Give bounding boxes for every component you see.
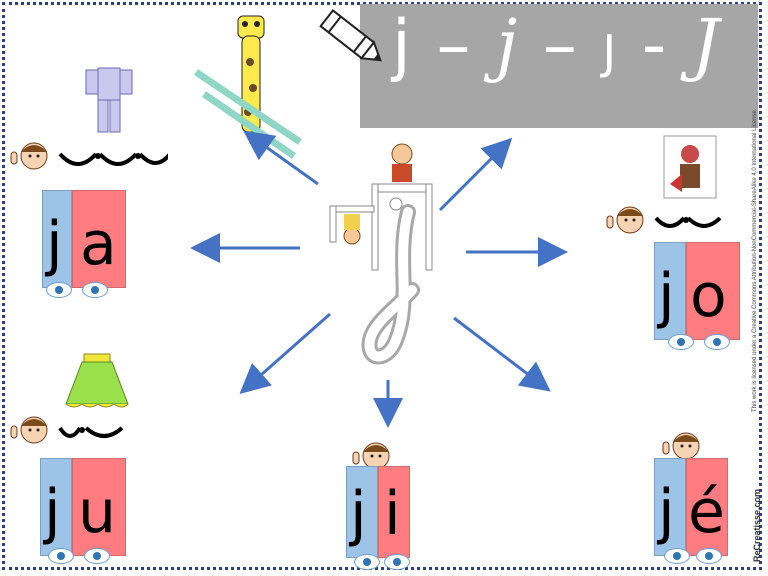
brand-text: ReCreatisse.com	[752, 488, 762, 562]
syllable-vowel: é	[688, 477, 725, 547]
pyjama-icon	[85, 67, 133, 133]
arrow-to-banner	[438, 137, 513, 212]
eye-icon	[82, 282, 108, 298]
letter-forms-banner	[360, 4, 758, 128]
syllable-consonant: j	[658, 477, 675, 547]
eye-icon	[46, 282, 72, 298]
syllable-vowel: a	[80, 209, 117, 279]
eyes	[354, 554, 410, 570]
arrow-to-ju	[239, 312, 331, 394]
vowel-column	[72, 190, 126, 288]
syllable-consonant: j	[658, 261, 675, 331]
dash: –	[542, 6, 579, 85]
crayon-icon	[319, 9, 382, 62]
consonant-column	[346, 466, 378, 558]
eye-icon	[704, 334, 730, 350]
letter-cursive-upper: J	[691, 6, 722, 85]
face-syllable-arcs-jo	[606, 206, 722, 234]
syllable-consonant: j	[350, 479, 367, 549]
face-ji	[352, 442, 390, 470]
face-syllable-arcs-ju	[10, 416, 124, 444]
vowel-column	[686, 458, 728, 556]
syllable-vowel: u	[78, 477, 117, 547]
joker-icon	[663, 135, 717, 199]
eyes	[46, 282, 108, 298]
eye-icon	[84, 548, 110, 564]
eye-icon	[664, 548, 690, 564]
eye-icon	[354, 554, 380, 570]
eye-icon	[696, 548, 722, 564]
skirt-icon	[65, 353, 129, 408]
letter-print-upper: J	[602, 25, 619, 79]
arrow-to-giraffe	[243, 130, 319, 186]
dash: -	[641, 6, 669, 85]
letter-forms-text: j – j – J - J	[392, 12, 721, 80]
dash: –	[436, 6, 473, 85]
eyes	[664, 548, 722, 564]
vowel-column	[378, 466, 410, 558]
eyes	[668, 334, 730, 350]
giraffe-skier-icon	[194, 15, 302, 159]
consonant-column	[42, 190, 72, 288]
face-syllable-arcs-ja	[10, 142, 168, 170]
syllable-vowel: i	[384, 479, 401, 549]
arrow-to-je	[453, 316, 551, 392]
gymnast-letter-j-icon	[329, 143, 433, 365]
eye-icon	[48, 548, 74, 564]
letter-print-lower: j	[392, 6, 413, 85]
vowel-column	[72, 458, 126, 556]
syllable-consonant: j	[46, 209, 63, 279]
syllable-vowel: o	[690, 261, 727, 331]
license-text: This work is licensed under a Creative C…	[752, 108, 758, 412]
eye-icon	[384, 554, 410, 570]
eye-icon	[668, 334, 694, 350]
syllable-consonant: j	[44, 477, 61, 547]
letter-cursive-lower: j	[496, 6, 520, 85]
page-frame	[2, 2, 762, 570]
eyes	[48, 548, 110, 564]
face-je	[662, 432, 700, 460]
